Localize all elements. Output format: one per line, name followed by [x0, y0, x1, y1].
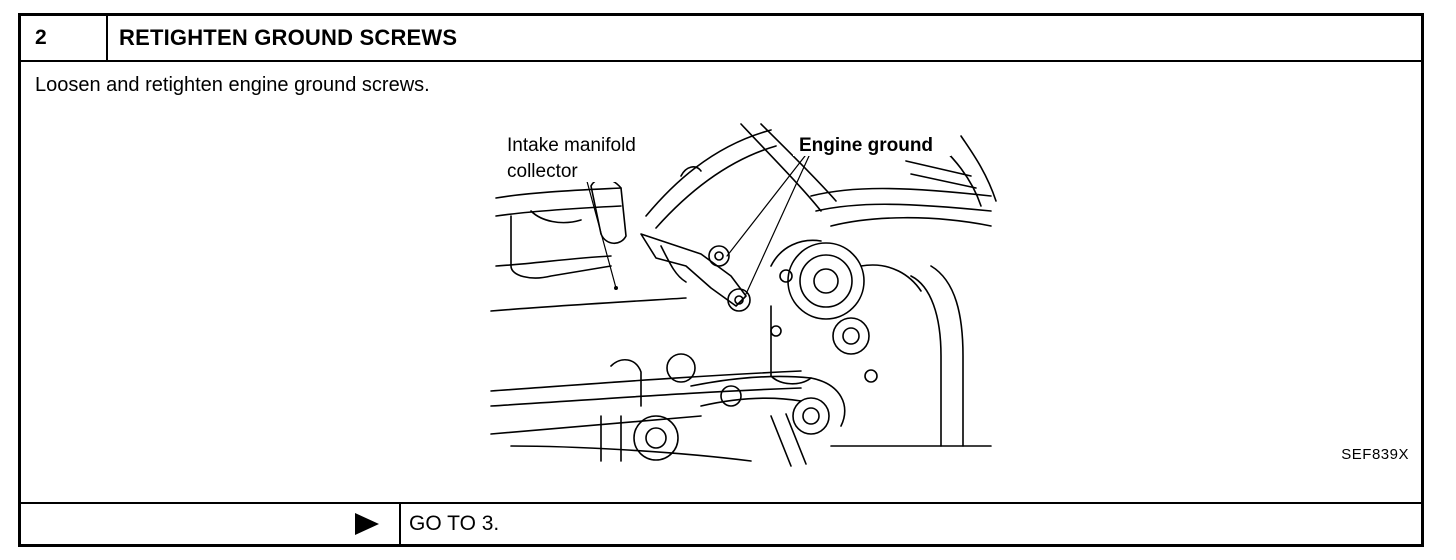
right-arrow-icon	[355, 513, 379, 535]
engine-ground-illustration: Intake manifold collector Engine ground	[490, 123, 997, 467]
instruction-text: Loosen and retighten engine ground screw…	[35, 74, 430, 96]
arrow-cell	[21, 504, 401, 544]
intake-manifold-label: Intake manifold	[507, 135, 636, 156]
step-header: 2 RETIGHTEN GROUND SCREWS	[21, 16, 1421, 62]
next-step-text: GO TO 3.	[409, 512, 500, 535]
procedure-table: 2 RETIGHTEN GROUND SCREWS Loosen and ret…	[18, 13, 1424, 547]
figure-code: SEF839X	[1341, 446, 1409, 463]
step-title: RETIGHTEN GROUND SCREWS	[119, 25, 458, 50]
collector-label: collector	[507, 161, 578, 182]
next-step-row: GO TO 3.	[21, 502, 1421, 544]
step-number: 2	[21, 16, 108, 60]
engine-ground-label: Engine ground	[799, 135, 933, 156]
